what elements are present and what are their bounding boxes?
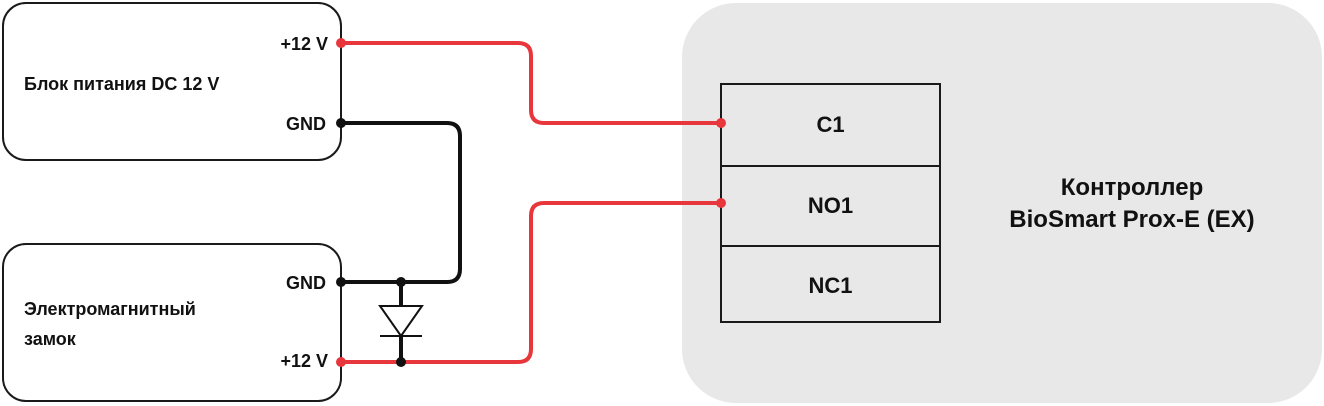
lock-title-line2: замок xyxy=(24,329,76,349)
lock-pin-positive: +12 V xyxy=(280,351,328,371)
power-supply-title: Блок питания DC 12 V xyxy=(24,74,220,94)
terminal-nc1: NC1 xyxy=(722,245,939,325)
terminal-dot-no1 xyxy=(716,198,726,208)
diode-symbol-icon xyxy=(378,305,424,338)
terminal-dot-c1 xyxy=(716,118,726,128)
power-supply-pin-positive: +12 V xyxy=(280,34,328,54)
wire-no1-to-lock-positive xyxy=(341,201,721,364)
wire-psu-positive-to-c1 xyxy=(341,41,721,125)
power-supply-block xyxy=(2,2,342,161)
electromagnetic-lock-block xyxy=(2,243,342,402)
terminal-dot-psu-gnd xyxy=(336,118,346,128)
lock-title-line1: Электромагнитный xyxy=(24,299,196,319)
terminal-no1: NO1 xyxy=(722,165,939,245)
power-supply-pin-gnd: GND xyxy=(286,114,326,134)
controller-title-line1: Контроллер xyxy=(1060,174,1204,201)
terminal-dot-lock-gnd xyxy=(336,277,346,287)
controller-terminal-block: C1 NO1 NC1 xyxy=(720,83,941,323)
terminal-dot-lock-positive xyxy=(336,357,346,367)
controller-title: Контроллер BioSmart Prox-E (EX) xyxy=(942,172,1322,236)
junction-dot-diode-top xyxy=(396,277,406,287)
wire-psu-gnd-to-lock-gnd xyxy=(341,121,462,284)
lock-pin-gnd: GND xyxy=(286,273,326,293)
junction-dot-diode-bottom xyxy=(396,357,406,367)
terminal-dot-psu-positive xyxy=(336,38,346,48)
controller-title-line2: BioSmart Prox-E (EX) xyxy=(1009,206,1255,233)
terminal-c1: C1 xyxy=(816,112,845,137)
